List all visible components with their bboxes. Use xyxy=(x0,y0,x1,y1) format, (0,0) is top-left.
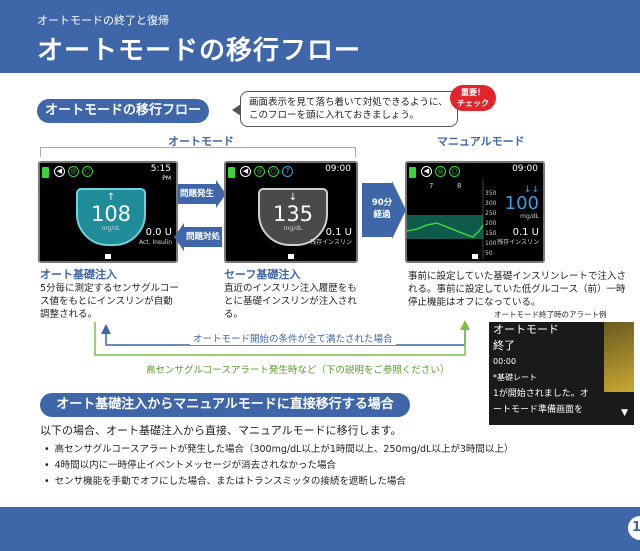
battery-icon xyxy=(42,167,49,178)
section2-intro: 以下の場合、オート基礎注入から直接、マニュアルモードに移行します。 xyxy=(40,424,402,437)
help-icon: ? xyxy=(282,166,293,177)
page-title: オートモードの移行フロー xyxy=(37,36,362,66)
elapsed-line-1: 90分 xyxy=(371,198,393,208)
lock-icon xyxy=(472,254,478,259)
alert-line-3: 00:00 xyxy=(493,357,517,366)
speaker-icon: ◀ xyxy=(54,166,65,177)
glucose-value: 100 xyxy=(504,193,539,214)
glucose-shield: ↑ 108 mg/dL xyxy=(76,188,146,246)
speaker-icon: ◀ xyxy=(421,166,432,177)
page-subtitle: オートモードの終了と復帰 xyxy=(37,14,169,27)
bullet-item: センサ機能を手動でオフにした場合、またはトランスミッタの接続を遮断した場合 xyxy=(44,473,406,487)
sensor-icon: ○ xyxy=(82,166,93,177)
alert-line-2: 終了 xyxy=(493,339,515,352)
caption-auto-basal: オート基礎注入 5分毎に測定するセンサグルコース値をもとにインスリンが自動調整さ… xyxy=(40,268,182,321)
alert-line-6: ートモード準備画面を xyxy=(493,405,584,415)
glucose-unit: mg/dL xyxy=(283,225,303,232)
caption-safe-basal: セーフ基礎注入 直近のインスリン注入履歴をもとに基礎インスリンが注入される。 xyxy=(224,268,364,321)
section-heading-flow: オートモードの移行フロー xyxy=(37,99,209,123)
glucose-shield: ↓ 135 mg/dL xyxy=(258,188,328,246)
elapsed-line-2: 経過 xyxy=(373,210,391,220)
y-tick: 350 xyxy=(485,190,497,197)
y-tick: 50 xyxy=(485,250,493,257)
auto-mode-bracket xyxy=(40,147,356,157)
y-tick: 100 xyxy=(485,240,497,247)
problem-arrowhead xyxy=(216,180,226,208)
trend-arrow-icon: ↓↓ xyxy=(523,185,539,195)
pump-screen-manual: ◀ ◎ ○ 09:00 7 8 350 300 250 200 150 100 … xyxy=(405,161,545,263)
caption-title: オート基礎注入 xyxy=(40,268,117,281)
alert-example-screen: オートモード 終了 00:00 *基礎レート 1が開始されました。オ ートモード… xyxy=(489,322,634,425)
connection-icon: ◎ xyxy=(254,166,265,177)
clock: 09:00 xyxy=(512,164,538,174)
trend-arrow-icon: ↓ xyxy=(288,192,298,203)
sensor-icon: ○ xyxy=(449,166,460,177)
y-tick: 250 xyxy=(485,210,497,217)
speaker-icon: ◀ xyxy=(240,166,251,177)
lock-icon xyxy=(105,254,111,259)
glucose-unit: mg/dL xyxy=(101,225,121,232)
section-heading-direct: オート基礎注入からマニュアルモードに直接移行する場合 xyxy=(40,393,410,417)
alert-line-4: *基礎レート xyxy=(493,373,537,382)
scroll-down-icon[interactable]: ▼ xyxy=(621,408,628,418)
caption-title: セーフ基礎注入 xyxy=(224,268,301,281)
caption-text: 5分毎に測定するセンサグルコース値をもとにインスリンが自動調整される。 xyxy=(40,283,179,320)
x-tick: 7 xyxy=(429,182,433,190)
y-tick: 300 xyxy=(485,200,497,207)
alert-example-caption: オートモード終了時のアラート例 xyxy=(494,310,607,319)
sensor-icon: ○ xyxy=(268,166,279,177)
glucose-value: 135 xyxy=(272,202,314,226)
y-tick: 200 xyxy=(485,220,497,227)
problem-arrow: 問題発生 xyxy=(178,184,216,204)
glucose-value: 108 xyxy=(90,202,132,226)
glucose-readout: ↓↓ 100 mg/dL xyxy=(505,185,539,220)
important-badge: 重要！ チェック xyxy=(450,85,496,111)
status-bar: ◀ ◎ ○ ? 09:00 xyxy=(228,165,354,178)
battery-icon xyxy=(228,167,235,178)
caption-text: 事前に設定していた基礎インスリンレートで注入される。事前に設定していた低グルコー… xyxy=(408,271,627,308)
badge-line-1: 重要！ xyxy=(461,88,485,97)
elapsed-arrow: 90分 経過 xyxy=(362,181,408,239)
page-footer xyxy=(0,507,640,551)
alert-gold-bar xyxy=(604,322,634,392)
bullet-item: 4時間以内に一時停止イベントメッセージが消去されなかった場合 xyxy=(44,457,336,471)
manual-mode-label: マニュアルモード xyxy=(437,135,525,148)
connection-icon: ◎ xyxy=(68,166,79,177)
badge-line-2: チェック xyxy=(457,99,489,108)
auto-mode-label: オートモード xyxy=(168,135,234,148)
glucose-unit: mg/dL xyxy=(520,213,539,220)
caption-manual: 事前に設定していた基礎インスリンレートで注入される。事前に設定していた低グルコー… xyxy=(408,270,634,309)
alert-line-1: オートモード xyxy=(493,323,559,336)
glucose-graph: 7 8 350 300 250 200 150 100 50 xyxy=(407,179,497,259)
tip-bubble: 画面表示を見て落ち着いて対処できるように、このフローを頭に入れておきましょう。 xyxy=(232,91,458,127)
y-tick: 150 xyxy=(485,230,497,237)
resolved-arrow: 問題対処 xyxy=(184,227,222,247)
resolved-arrowhead xyxy=(174,223,184,251)
caption-text: 直近のインスリン注入履歴をもとに基礎インスリンが注入される。 xyxy=(224,283,357,320)
x-tick: 8 xyxy=(457,182,461,190)
status-bar: ◀ ◎ ○ 09:00 xyxy=(409,165,541,178)
lock-icon xyxy=(288,254,294,259)
battery-icon xyxy=(409,167,416,178)
flow-direct-label: 高センサグルコースアラート発生時など（下の説明をご参照ください） xyxy=(146,365,450,376)
flow-return-label: オートモード開始の条件が全て満たされた場合 xyxy=(190,331,396,345)
alert-line-5: 1が開始されました。オ xyxy=(493,389,589,399)
connection-icon: ◎ xyxy=(435,166,446,177)
bullet-item: 高センサグルコースアラートが発生した場合（300mg/dL以上が1時間以上、25… xyxy=(44,441,514,455)
trend-arrow-icon: ↑ xyxy=(106,192,116,203)
page-header: オートモードの終了と復帰 オートモードの移行フロー xyxy=(0,0,640,73)
clock: 09:00 xyxy=(325,164,351,174)
